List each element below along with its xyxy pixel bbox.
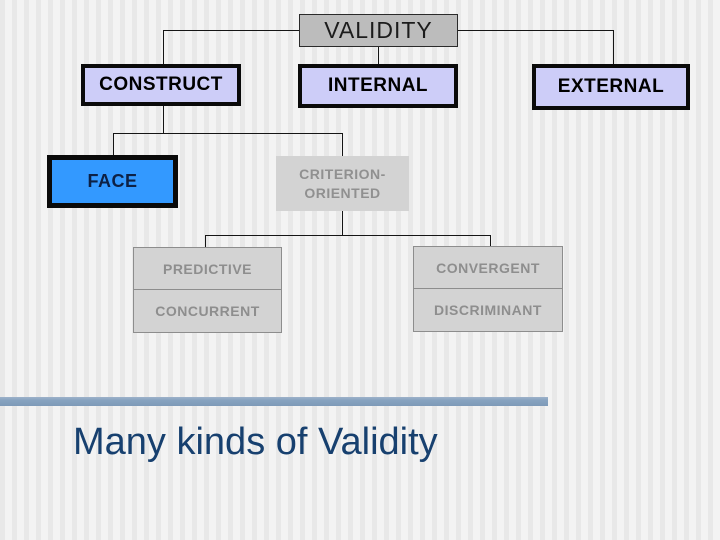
node-criterion-oriented: CRITERION- ORIENTED xyxy=(276,156,409,211)
node-face: FACE xyxy=(47,155,178,208)
slide-title: Many kinds of Validity xyxy=(73,421,438,463)
connector-criterion-bottom xyxy=(342,211,343,235)
connector-criterion-top xyxy=(342,133,343,156)
accent-divider-line xyxy=(0,397,548,406)
node-criterion-label-line1: CRITERION- xyxy=(299,165,386,182)
node-internal-label: INTERNAL xyxy=(327,75,429,96)
connector-bottom-horizontal xyxy=(205,235,491,236)
node-validity: VALIDITY xyxy=(299,14,458,47)
node-construct-label: CONSTRUCT xyxy=(99,74,223,95)
node-discriminant: DISCRIMINANT xyxy=(414,288,562,331)
node-concurrent: CONCURRENT xyxy=(134,289,281,332)
connector-validity-internal xyxy=(378,46,379,65)
node-construct: CONSTRUCT xyxy=(81,64,241,106)
criterion-left-group: PREDICTIVE CONCURRENT xyxy=(133,247,282,333)
node-convergent: CONVERGENT xyxy=(436,259,540,276)
connector-construct-bottom xyxy=(163,106,164,133)
node-internal: INTERNAL xyxy=(298,64,458,108)
criterion-right-group: CONVERGENT DISCRIMINANT xyxy=(413,246,563,332)
connector-right-stack-top xyxy=(490,235,491,246)
node-criterion-label-line2: ORIENTED xyxy=(304,184,381,201)
node-external-label: EXTERNAL xyxy=(557,76,665,97)
node-validity-label: VALIDITY xyxy=(324,17,433,43)
node-external: EXTERNAL xyxy=(532,64,690,110)
connector-mid-horizontal xyxy=(113,133,343,134)
node-predictive: PREDICTIVE xyxy=(162,260,252,277)
connector-external-top xyxy=(613,30,614,64)
connector-face-top xyxy=(113,133,114,155)
node-face-label: FACE xyxy=(87,171,138,191)
connector-left-stack-top xyxy=(205,235,206,247)
connector-construct-top xyxy=(163,30,164,65)
